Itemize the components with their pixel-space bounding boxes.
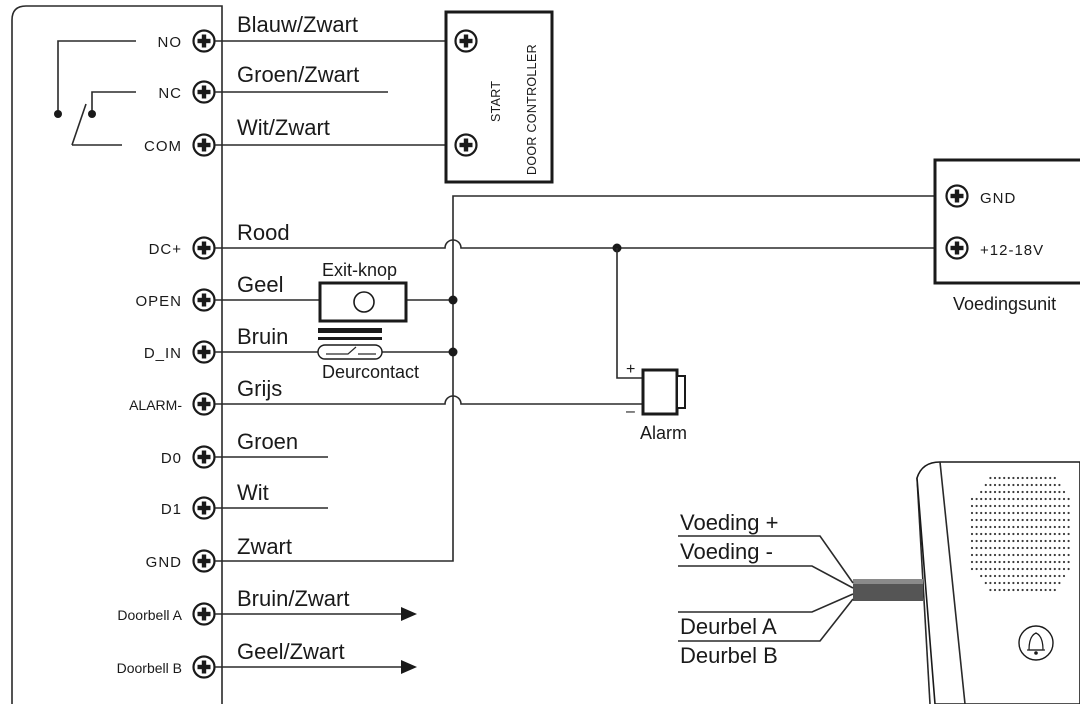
wire-label-blauw-zwart: Blauw/Zwart <box>237 12 358 37</box>
doorbell-wire-label-deurbel-b: Deurbel B <box>680 643 778 668</box>
terminal-label-doorbell-a: Doorbell A <box>117 607 182 623</box>
wire-label-bruin: Bruin <box>237 324 288 349</box>
door-controller-label-start: START <box>489 81 503 122</box>
terminal-screw-alarm <box>192 392 216 416</box>
wires <box>215 40 946 674</box>
power-gnd-label: GND <box>980 190 1016 207</box>
doorbell-wires: Voeding + Voeding - Deurbel A Deurbel B <box>678 510 854 668</box>
terminal-screw-nc <box>192 80 216 104</box>
terminal-label-com: COM <box>144 138 182 155</box>
wire-label-geel: Geel <box>237 272 283 297</box>
doorbell-unit <box>853 461 1080 704</box>
terminal-screw-doorbell-a <box>192 602 216 626</box>
alarm-minus: – <box>626 403 635 420</box>
alarm-siren: + – Alarm <box>626 361 687 443</box>
doorbell-wire-label-voeding-min: Voeding - <box>680 539 773 564</box>
terminal-label-d-in: D_IN <box>144 345 182 362</box>
door-controller-screw-2 <box>454 133 478 157</box>
bell-icon <box>1027 632 1045 655</box>
terminal-label-gnd: GND <box>146 554 182 571</box>
terminal-label-dc-plus: DC+ <box>149 241 182 258</box>
terminal-label-doorbell-b: Doorbell B <box>117 660 182 676</box>
wire-label-groen: Groen <box>237 429 298 454</box>
terminal-label-d0: D0 <box>161 450 182 467</box>
door-contact: Deurcontact <box>317 328 419 382</box>
power-gnd-screw <box>945 184 969 208</box>
terminal-label-d1: D1 <box>161 501 182 518</box>
wire-label-bruin-zwart: Bruin/Zwart <box>237 586 349 611</box>
terminal-screw-d0 <box>192 445 216 469</box>
doorbell-wire-label-voeding-plus: Voeding + <box>680 510 778 535</box>
door-controller-box: START DOOR CONTROLLER <box>444 10 554 184</box>
alarm-plus: + <box>626 361 635 378</box>
terminal-screw-gnd <box>192 549 216 573</box>
terminal-screw-com <box>192 133 216 157</box>
wire-label-zwart: Zwart <box>237 534 292 559</box>
wire-label-wit: Wit <box>237 480 269 505</box>
alarm-label: Alarm <box>640 423 687 443</box>
exit-button-label: Exit-knop <box>322 260 397 280</box>
terminal-screw-no <box>192 29 216 53</box>
wire-label-rood: Rood <box>237 220 290 245</box>
doorbell-wire-label-deurbel-a: Deurbel A <box>680 614 777 639</box>
power-pos-screw <box>945 236 969 260</box>
door-controller-screw-1 <box>454 29 478 53</box>
speaker-grille <box>970 476 1070 592</box>
terminal-label-nc: NC <box>158 85 182 102</box>
power-unit-box: GND +12-18V Voedingsunit <box>933 158 1080 314</box>
wire-label-wit-zwart: Wit/Zwart <box>237 115 330 140</box>
relay-symbol <box>54 40 136 146</box>
power-pos-label: +12-18V <box>980 242 1044 259</box>
door-controller-label-title: DOOR CONTROLLER <box>525 44 539 175</box>
terminal-label-open: OPEN <box>135 293 182 310</box>
wire-label-groen-zwart: Groen/Zwart <box>237 62 359 87</box>
controller-housing <box>11 5 223 704</box>
wire-label-geel-zwart: Geel/Zwart <box>237 639 345 664</box>
power-unit-title: Voedingsunit <box>953 294 1056 314</box>
terminal-screw-d-in <box>192 340 216 364</box>
exit-button: Exit-knop <box>318 260 408 323</box>
terminal-label-no: NO <box>158 34 183 51</box>
terminal-screw-open <box>192 288 216 312</box>
terminal-screw-doorbell-b <box>192 655 216 679</box>
terminal-screw-dc-plus <box>192 236 216 260</box>
terminal-screw-d1 <box>192 496 216 520</box>
terminal-label-alarm: ALARM- <box>129 397 182 413</box>
door-contact-label: Deurcontact <box>322 362 419 382</box>
wire-label-grijs: Grijs <box>237 376 282 401</box>
